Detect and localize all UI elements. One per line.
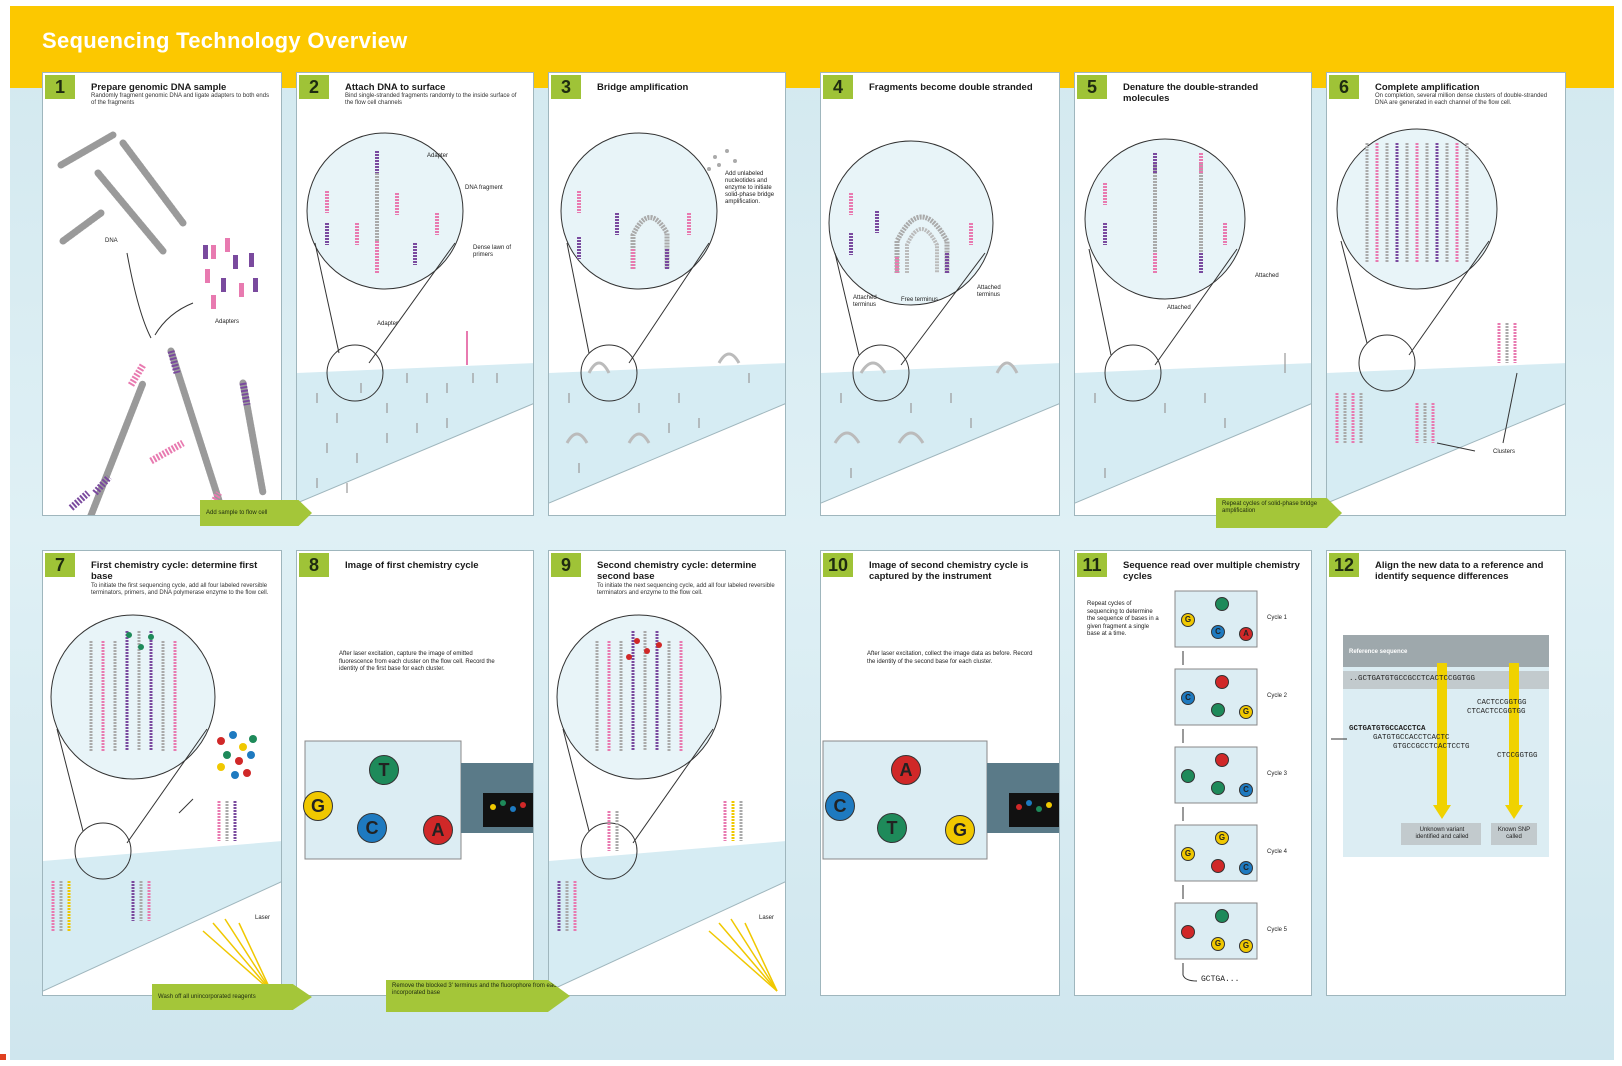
cycle3-a (1215, 753, 1229, 767)
step-panel-7: 7 First chemistry cycle: determine first… (42, 550, 282, 996)
base-a-bead: A (891, 755, 921, 785)
cycle2-g: G (1239, 705, 1253, 719)
cycle-label-3: Cycle 3 (1267, 771, 1287, 777)
read-6: CTCCGGTGG (1497, 752, 1538, 760)
cycle1-c: C (1211, 625, 1225, 639)
cycle4-g: G (1181, 847, 1195, 861)
poster: Sequencing Technology Overview 1 Prepare… (10, 6, 1614, 1060)
read-3: GCTGATGTGCCACCTCA (1349, 725, 1426, 733)
alignment-illustration (1327, 551, 1566, 996)
step-panel-1: 1 Prepare genomic DNA sample Randomly fr… (42, 72, 282, 516)
cycle1-t (1215, 597, 1229, 611)
dna-fragment-illustration (43, 73, 282, 516)
step-panel-3: 3 Bridge amplification Add unlabeled nuc… (548, 72, 786, 516)
cycle5-g2: G (1239, 939, 1253, 953)
reference-label: Reference sequence (1349, 649, 1407, 656)
cycle4-c: C (1239, 861, 1253, 875)
second-image-illustration (821, 551, 1060, 996)
step-panel-5: 5 Denature the double-stranded molecules… (1074, 72, 1312, 516)
read-4: GATGTGCCACCTCACTC (1373, 734, 1450, 742)
flow-cell-illustration (297, 73, 534, 516)
base-t-bead: T (877, 813, 907, 843)
base-t-bead: T (369, 755, 399, 785)
label-attached-bottom: Attached (1167, 305, 1191, 312)
arrow-wash-reagents: Wash off all unincorporated reagents (152, 984, 312, 1010)
cycle1-a: A (1239, 627, 1253, 641)
step-panel-6: 6 Complete amplification On completion, … (1326, 72, 1566, 516)
cycle2-a (1215, 675, 1229, 689)
arrow-remove-terminus: Remove the blocked 3' terminus and the f… (386, 980, 570, 1012)
label-dna: DNA (105, 238, 118, 245)
arrow-add-sample: Add sample to flow cell (200, 500, 312, 526)
label-adapters: Adapters (215, 319, 239, 326)
first-chemistry-illustration (43, 551, 282, 996)
snp-label: Known SNP called (1493, 827, 1535, 841)
label-attached-terminus-right: Attached terminus (977, 285, 1017, 299)
cycle-label-5: Cycle 5 (1267, 927, 1287, 933)
clusters-illustration (1327, 73, 1566, 516)
sequence-read: GCTGA... (1201, 975, 1239, 984)
cycle2-t (1211, 703, 1225, 717)
read-1: CACTCCGGTGG (1477, 699, 1527, 707)
edge-mark (0, 1054, 6, 1060)
read-5: GTGCCGCCTCACTCCTG (1393, 743, 1470, 751)
base-c-bead: C (357, 813, 387, 843)
step-panel-8: 8 Image of first chemistry cycle After l… (296, 550, 534, 996)
step-panel-2: 2 Attach DNA to surface Bind single-stra… (296, 72, 534, 516)
step-panel-12: 12 Align the new data to a reference and… (1326, 550, 1566, 996)
cycle3-t (1181, 769, 1195, 783)
label-free-terminus: Free terminus (901, 297, 938, 304)
denature-illustration (1075, 73, 1312, 516)
variant-label: Unknown variant identified and called (1407, 827, 1477, 841)
bridge-amplification-illustration (549, 73, 786, 516)
base-g-bead: G (303, 791, 333, 821)
label-dna-fragment: DNA fragment (465, 185, 503, 192)
label-clusters: Clusters (1493, 449, 1515, 456)
cycle5-a (1181, 925, 1195, 939)
label-adapter-top: Adapter (427, 153, 448, 160)
step-panel-10: 10 Image of second chemistry cycle is ca… (820, 550, 1060, 996)
label-attached-right: Attached (1255, 273, 1279, 280)
step-panel-11: 11 Sequence read over multiple chemistry… (1074, 550, 1312, 996)
label-laser: Laser (255, 915, 270, 922)
label-primer-lawn: Dense lawn of primers (473, 245, 523, 259)
cycle-label-1: Cycle 1 (1267, 615, 1287, 621)
base-a-bead: A (423, 815, 453, 845)
arrow-repeat-bridge: Repeat cycles of solid-phase bridge ampl… (1216, 498, 1342, 528)
label-laser: Laser (759, 915, 774, 922)
reference-sequence: ..GCTGATGTGCCGCCTCACTCCGGTGG (1349, 675, 1475, 683)
cycle5-g: G (1211, 937, 1225, 951)
base-g-bead: G (945, 815, 975, 845)
step-panel-4: 4 Fragments become double stranded Attac… (820, 72, 1060, 516)
cycle-label-4: Cycle 4 (1267, 849, 1287, 855)
step-panel-9: 9 Second chemistry cycle: determine seco… (548, 550, 786, 996)
cycle1-g: G (1181, 613, 1195, 627)
cycle3-t2 (1211, 781, 1225, 795)
label-attached-terminus-left: Attached terminus (853, 295, 891, 309)
cycle5-t (1215, 909, 1229, 923)
label-nucleotides: Add unlabeled nucleotides and enzyme to … (725, 171, 781, 206)
cycle4-a (1211, 859, 1225, 873)
base-c-bead: C (825, 791, 855, 821)
second-chemistry-illustration (549, 551, 786, 996)
cycle2-c: C (1181, 691, 1195, 705)
cycle4-g2: G (1215, 831, 1229, 845)
page-title: Sequencing Technology Overview (42, 28, 408, 54)
cycle-label-2: Cycle 2 (1267, 693, 1287, 699)
label-adapter-bottom: Adapter (377, 321, 398, 328)
cycle3-c: C (1239, 783, 1253, 797)
image-capture-illustration (297, 551, 534, 996)
read-2: CTCACTCCGGTGG (1467, 708, 1526, 716)
